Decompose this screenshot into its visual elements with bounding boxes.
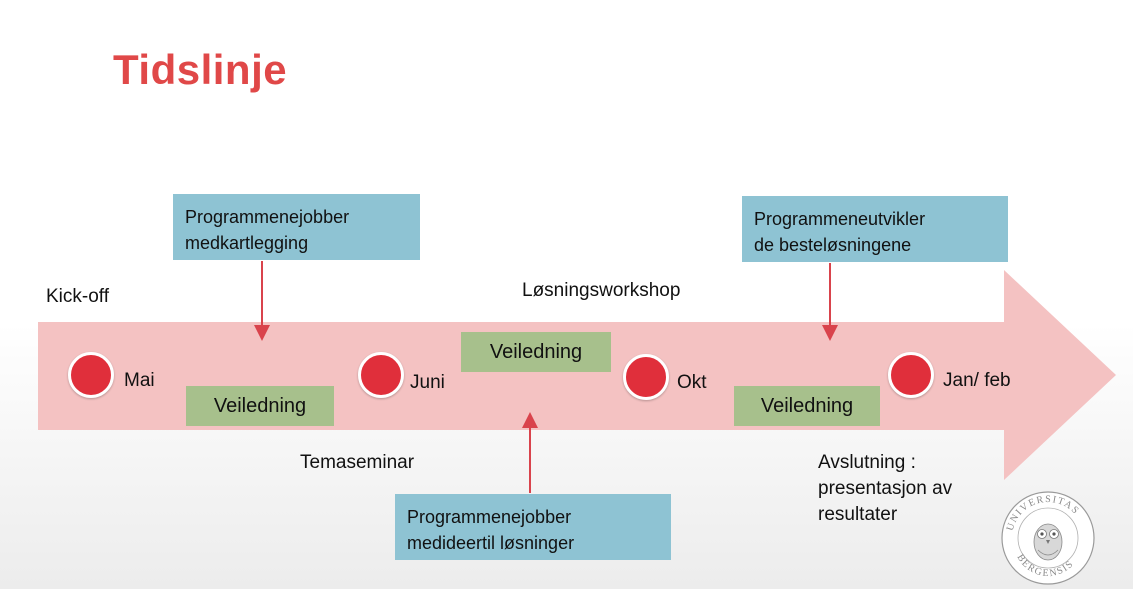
event-kickoff: Kick-off — [46, 286, 110, 307]
milestone-dot-mai — [68, 352, 114, 398]
process-box-utvikler: Programmeneutvikler de besteløsningene — [742, 196, 1008, 262]
utvikler-line-1: Programmeneutvikler — [754, 209, 926, 229]
page-title: Tidslinje — [113, 46, 288, 93]
ideer-line-2: medideertil løsninger — [407, 533, 575, 553]
university-seal-logo: UNIVERSITAS BERGENSIS — [1001, 491, 1095, 585]
event-workshop: Løsningsworkshop — [522, 280, 681, 301]
avslutning-line-3: resultater — [818, 504, 898, 525]
veiledning-box-3: Veiledning — [734, 386, 880, 426]
process-box-ideer: Programmenejobber medideertil løsninger — [395, 494, 671, 560]
milestone-label-juni: Juni — [410, 372, 445, 393]
avslutning-line-2: presentasjon av — [818, 478, 953, 499]
milestone-dot-janfeb — [888, 352, 934, 398]
ideer-line-1: Programmenejobber — [407, 507, 572, 527]
milestone-dot-juni — [358, 352, 404, 398]
process-box-kartlegging: Programmenejobber medkartlegging — [173, 194, 420, 260]
event-avslutning: Avslutning : presentasjon av resultater — [818, 450, 952, 528]
event-temaseminar: Temaseminar — [300, 452, 415, 473]
milestone-label-mai: Mai — [124, 370, 155, 391]
veiledning-box-2: Veiledning — [461, 332, 611, 372]
avslutning-line-1: Avslutning : — [818, 452, 916, 473]
veiledning-box-1: Veiledning — [186, 386, 334, 426]
milestone-label-okt: Okt — [677, 372, 707, 393]
kartlegging-line-2: medkartlegging — [185, 233, 309, 253]
kartlegging-line-1: Programmenejobber — [185, 207, 350, 227]
utvikler-line-2: de besteløsningene — [754, 235, 912, 255]
milestone-dot-okt — [623, 354, 669, 400]
milestone-label-janfeb: Jan/ feb — [943, 370, 1011, 391]
